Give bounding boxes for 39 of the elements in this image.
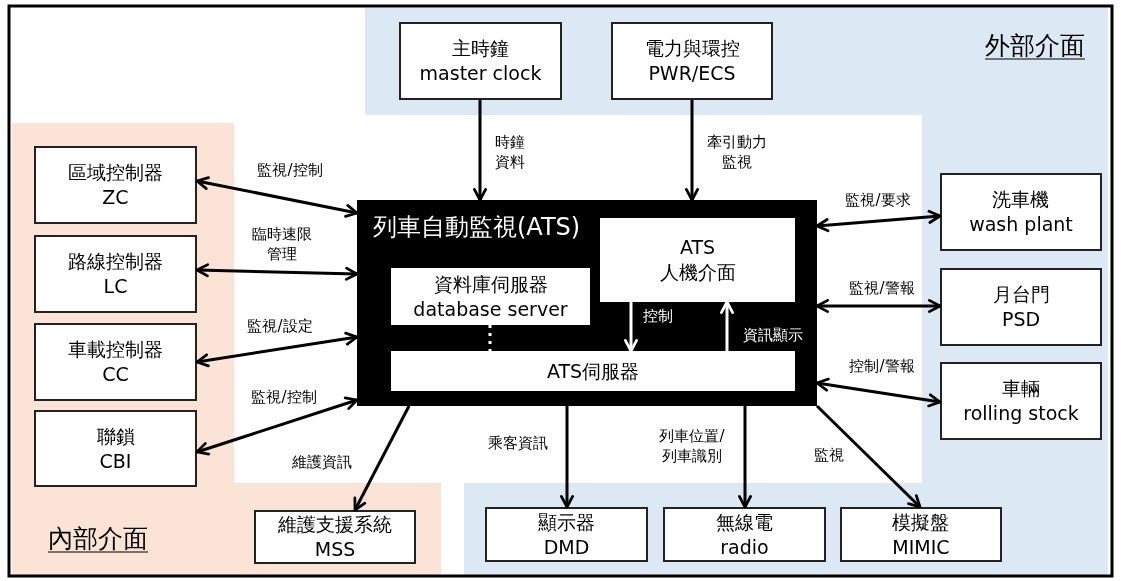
interface-box: 路線控制器 LC xyxy=(34,235,197,313)
arrow xyxy=(738,406,752,509)
system-box xyxy=(357,200,817,406)
interface-box: 聯鎖 CBI xyxy=(34,410,197,487)
arrow xyxy=(815,377,942,408)
edge-label: 乘客資訊 xyxy=(486,432,550,454)
arrow xyxy=(195,396,359,456)
interface-box: 區域控制器 ZC xyxy=(34,146,197,224)
region-heading: 外部介面 xyxy=(985,29,1085,62)
interface-box: 車輛 rolling stock xyxy=(940,362,1102,440)
interface-box: 電力與環控 PWR/ECS xyxy=(611,22,773,100)
interface-box: 顯示器 DMD xyxy=(485,507,648,562)
interface-box: 洗車機 wash plant xyxy=(940,173,1102,251)
region-heading: 內部介面 xyxy=(48,522,148,555)
arrow xyxy=(815,404,922,509)
component-box: ATS伺服器 xyxy=(391,351,795,391)
arrow xyxy=(195,331,359,368)
component-box: 資料庫伺服器 database server xyxy=(391,268,590,325)
arrow xyxy=(195,176,359,218)
system-title: 列車自動監視(ATS) xyxy=(373,212,581,243)
arrow xyxy=(353,405,411,512)
arrow xyxy=(815,209,942,233)
connector-line xyxy=(488,325,492,351)
interface-box: 月台門 PSD xyxy=(940,268,1102,346)
arrow xyxy=(560,406,574,509)
interface-box: 無線電 radio xyxy=(663,507,826,562)
interface-box: 主時鐘 master clock xyxy=(399,22,562,100)
arrow xyxy=(815,299,942,313)
edge-label: 資訊顯示 xyxy=(741,324,805,346)
arrow xyxy=(195,263,359,281)
arrow xyxy=(720,300,734,351)
arrow xyxy=(624,302,638,353)
arrow xyxy=(473,100,487,202)
interface-box: 模擬盤 MIMIC xyxy=(840,507,1002,562)
interface-box: 車載控制器 CC xyxy=(34,323,197,401)
interface-box: 維護支援系統 MSS xyxy=(254,510,416,564)
component-box: ATS 人機介面 xyxy=(600,218,795,302)
arrow xyxy=(685,100,699,202)
edge-label: 維護資訊 xyxy=(290,451,354,473)
